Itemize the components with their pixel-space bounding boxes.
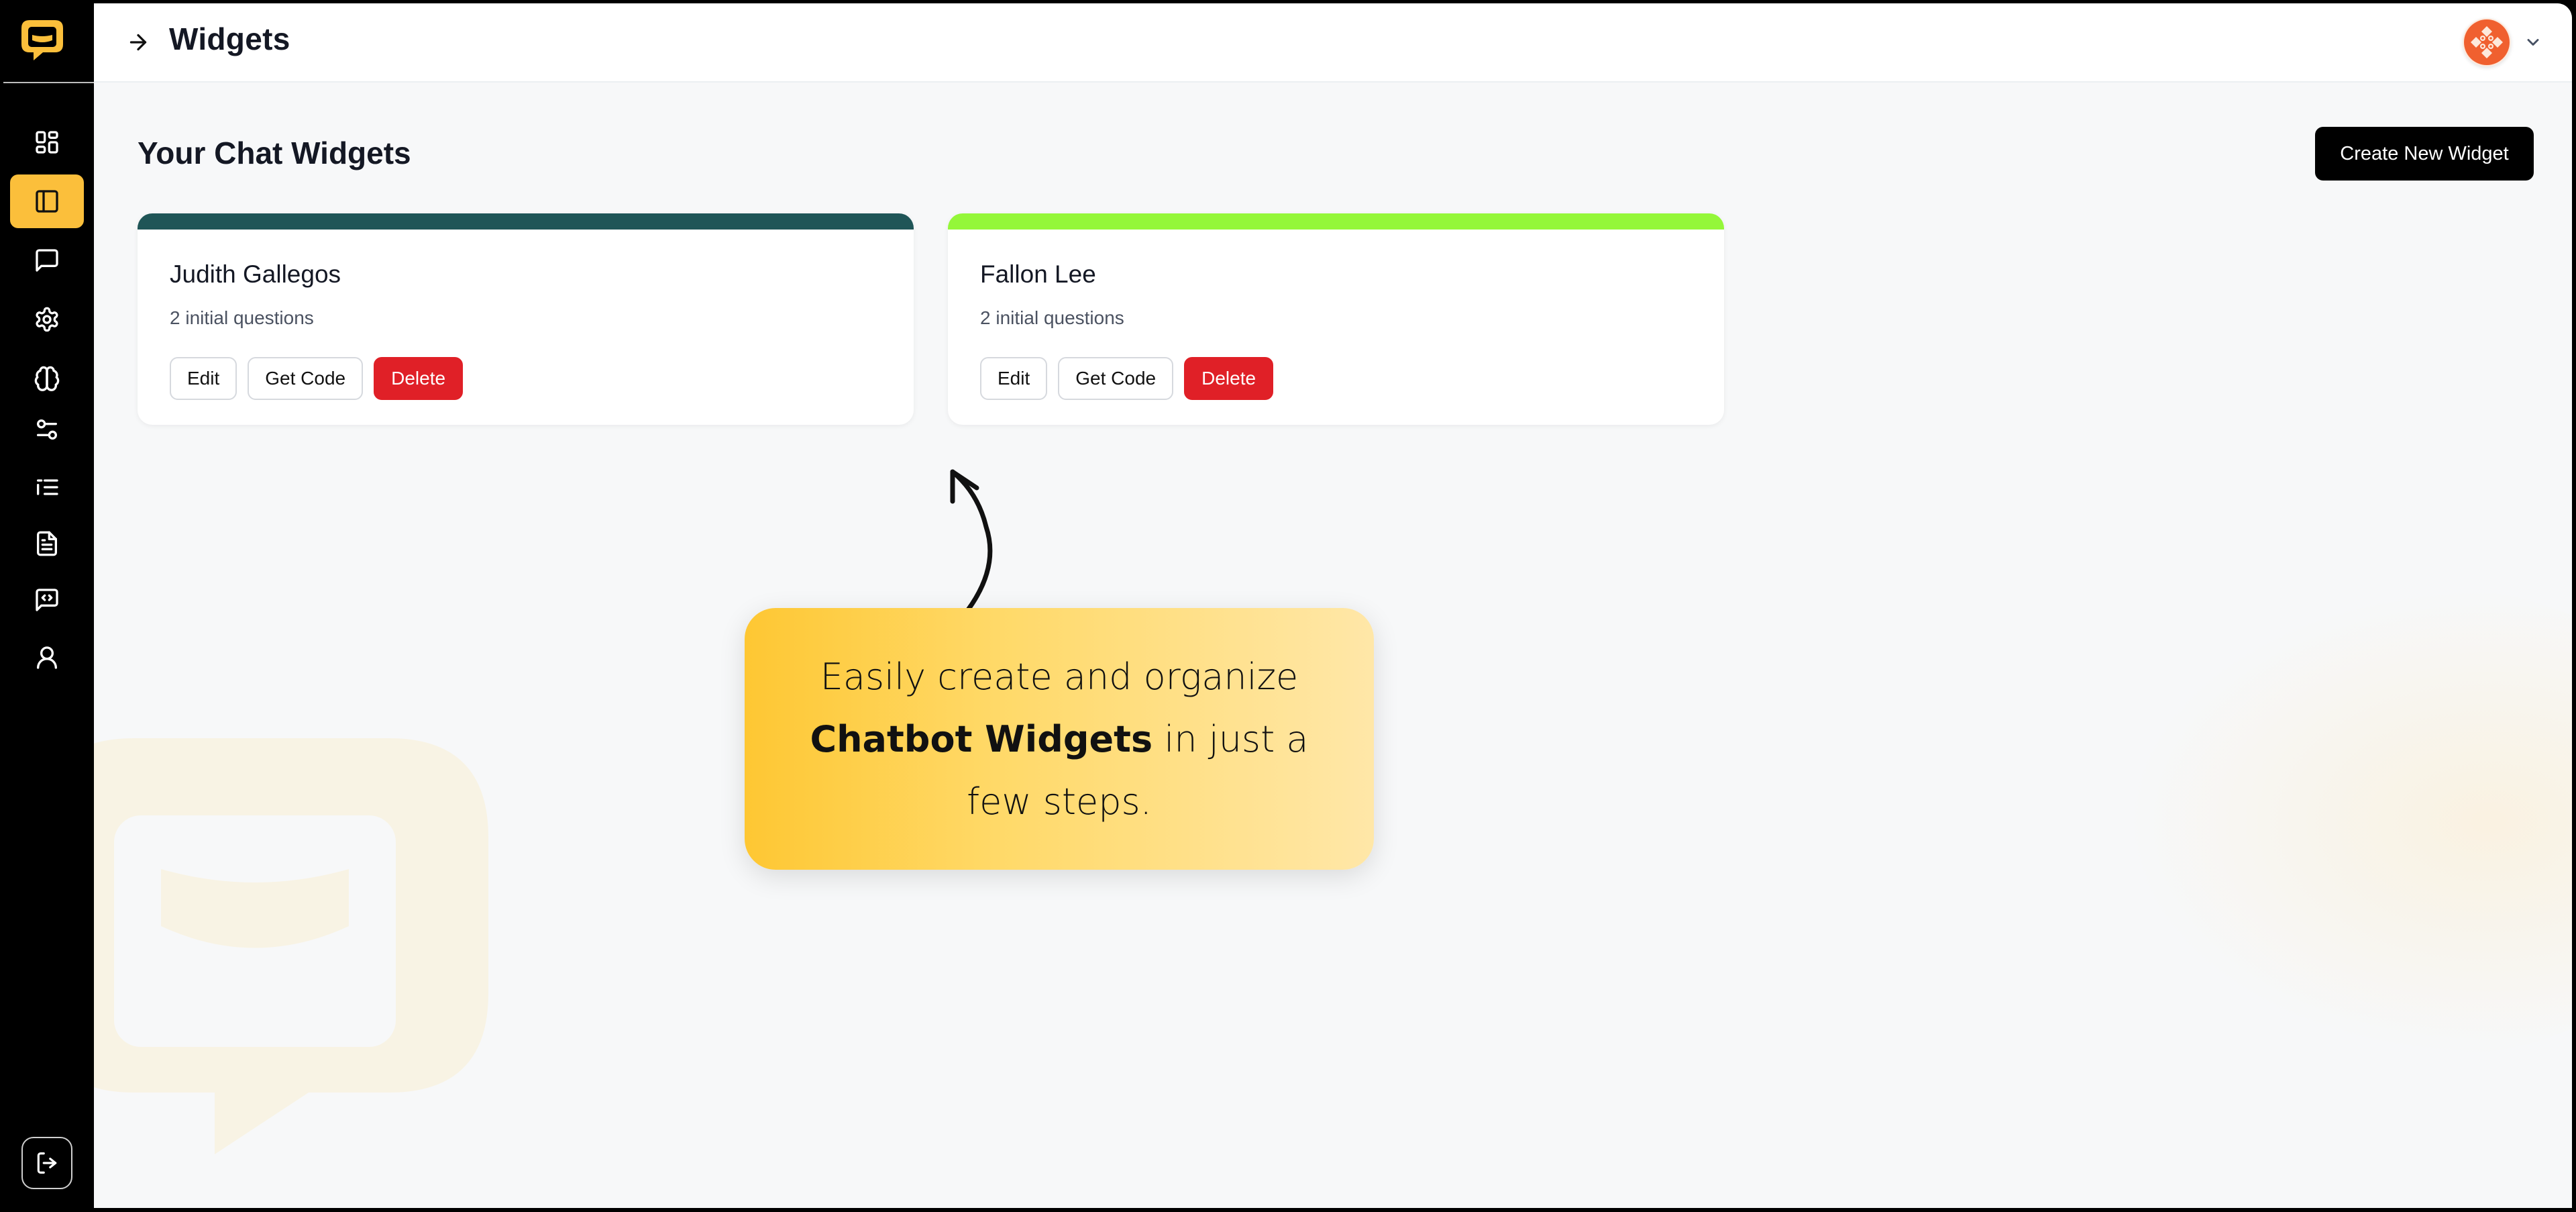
sidebar-item-widgets[interactable] [10,174,84,228]
get-code-button[interactable]: Get Code [248,357,364,400]
logout-icon [37,1152,57,1174]
chevron-down-icon [2527,39,2539,46]
main-panel: Widgets [94,3,2572,1208]
get-code-button[interactable]: Get Code [1058,357,1174,400]
list-icon [37,479,58,495]
sidebar-toggle-button[interactable] [126,30,150,54]
background-logo-icon [94,738,488,1154]
sliders-icon [37,419,58,440]
widget-name: Judith Gallegos [170,260,341,288]
app-logo-icon[interactable] [20,19,64,62]
widget-actions: Edit Get Code Delete [170,357,464,400]
widget-card: Judith Gallegos 2 initial questions Edit… [138,213,914,425]
callout-text-prefix: Easily create and organize [820,655,1299,698]
background-glow [2127,587,2572,1057]
onboarding-callout: Easily create and organize Chatbot Widge… [745,608,1374,870]
user-menu-toggle[interactable] [2524,33,2542,52]
gear-icon [36,307,58,332]
user-icon [37,646,58,669]
delete-button[interactable]: Delete [374,357,464,400]
page-title: Widgets [169,21,290,56]
widget-accent-bar [138,213,914,230]
code-chat-icon [36,589,58,611]
brain-icon [34,366,60,391]
document-icon [37,531,58,556]
sidebar-item-dashboard[interactable] [10,115,84,169]
callout-text: Easily create and organize Chatbot Widge… [784,646,1334,833]
widget-question-count: 2 initial questions [170,307,314,328]
widget-question-count: 2 initial questions [980,307,1124,328]
sidebar-item-embed[interactable] [10,573,84,627]
edit-button[interactable]: Edit [170,357,237,400]
sidebar-item-integrations[interactable] [10,403,84,456]
logo-divider [3,82,94,83]
chat-icon [36,249,58,272]
curved-arrow-icon [950,469,993,613]
sidebar [0,0,94,1212]
delete-button[interactable]: Delete [1184,357,1274,400]
widget-card: Fallon Lee 2 initial questions Edit Get … [948,213,1724,425]
widget-actions: Edit Get Code Delete [980,357,1274,400]
section-heading: Your Chat Widgets [138,136,411,170]
callout-text-bold: Chatbot Widgets [810,717,1153,760]
sidebar-item-settings[interactable] [10,293,84,346]
widget-accent-bar [948,213,1724,230]
create-new-widget-button[interactable]: Create New Widget [2315,127,2534,181]
sidebar-item-documents[interactable] [10,517,84,570]
sidebar-item-list[interactable] [10,460,84,514]
sidebar-item-chats[interactable] [10,234,84,287]
avatar[interactable] [2463,18,2511,66]
sidebar-item-ai-brain[interactable] [10,352,84,405]
top-header: Widgets [94,3,2572,83]
edit-button[interactable]: Edit [980,357,1048,400]
widget-name: Fallon Lee [980,260,1096,288]
grid-icon [36,131,58,154]
panel-icon [36,190,58,213]
callout-text-suffix: in just a few steps. [967,717,1309,823]
arrow-right-icon [129,34,147,51]
logout-button[interactable] [21,1137,72,1189]
sidebar-item-profile[interactable] [10,631,84,685]
